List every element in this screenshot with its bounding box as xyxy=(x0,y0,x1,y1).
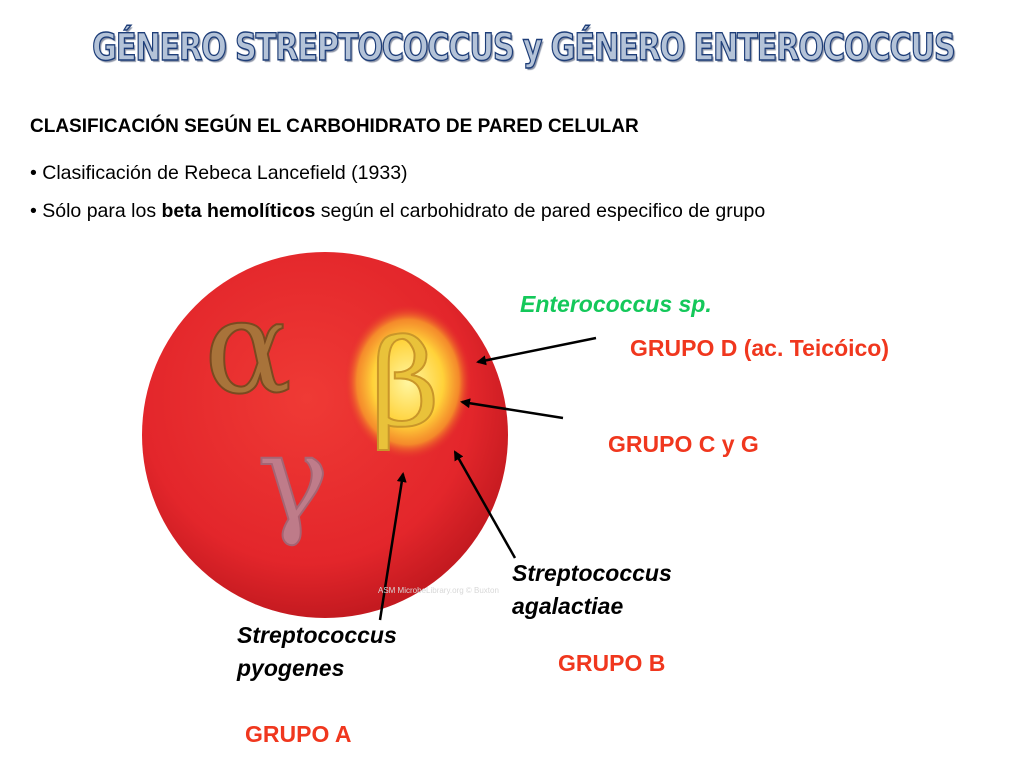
label-agalactiae-species: agalactiae xyxy=(512,593,624,619)
arrow-to-beta-halo xyxy=(460,398,564,420)
label-pyogenes-genus: Streptococcus xyxy=(237,622,397,648)
bullet-beta-post: según el carbohidrato de pared especific… xyxy=(315,200,766,222)
alpha-colony: α xyxy=(204,271,292,423)
beta-hemolysis-halo xyxy=(344,304,472,460)
arrow-agalactiae xyxy=(453,450,517,559)
label-enterococcus: Enterococcus sp. xyxy=(520,291,712,317)
slide-subtitle: CLASIFICACIÓN SEGÚN EL CARBOHIDRATO DE P… xyxy=(30,116,639,137)
slide-title: GÉNERO STREPTOCOCCUS y GÉNERO ENTEROCOCC… xyxy=(92,25,957,69)
label-agalactiae: Streptococcus agalactiae xyxy=(512,557,672,623)
arrow-to-beta-colony xyxy=(476,336,597,366)
beta-colony: β xyxy=(370,315,439,454)
image-credit: ASM MicrobeLibrary.org © Buxton xyxy=(378,586,499,595)
arrow-pyogenes xyxy=(378,472,407,621)
gamma-colony: γ xyxy=(257,410,329,549)
label-grupo-a: GRUPO A xyxy=(245,721,352,747)
bullet-beta-pre: • Sólo para los xyxy=(30,200,162,222)
label-pyogenes: Streptococcus pyogenes xyxy=(237,619,397,685)
bullet-lancefield: • Clasificación de Rebeca Lancefield (19… xyxy=(30,162,408,184)
bullet-beta-hemolytic: • Sólo para los beta hemolíticos según e… xyxy=(30,200,765,223)
label-agalactiae-genus: Streptococcus xyxy=(512,560,672,586)
bullet-beta-bold: beta hemolíticos xyxy=(161,200,316,222)
label-grupo-b: GRUPO B xyxy=(558,650,666,676)
label-grupo-d: GRUPO D (ac. Teicóico) xyxy=(630,335,890,361)
label-pyogenes-species: pyogenes xyxy=(237,655,345,681)
label-grupo-c-g: GRUPO C y G xyxy=(608,431,759,457)
